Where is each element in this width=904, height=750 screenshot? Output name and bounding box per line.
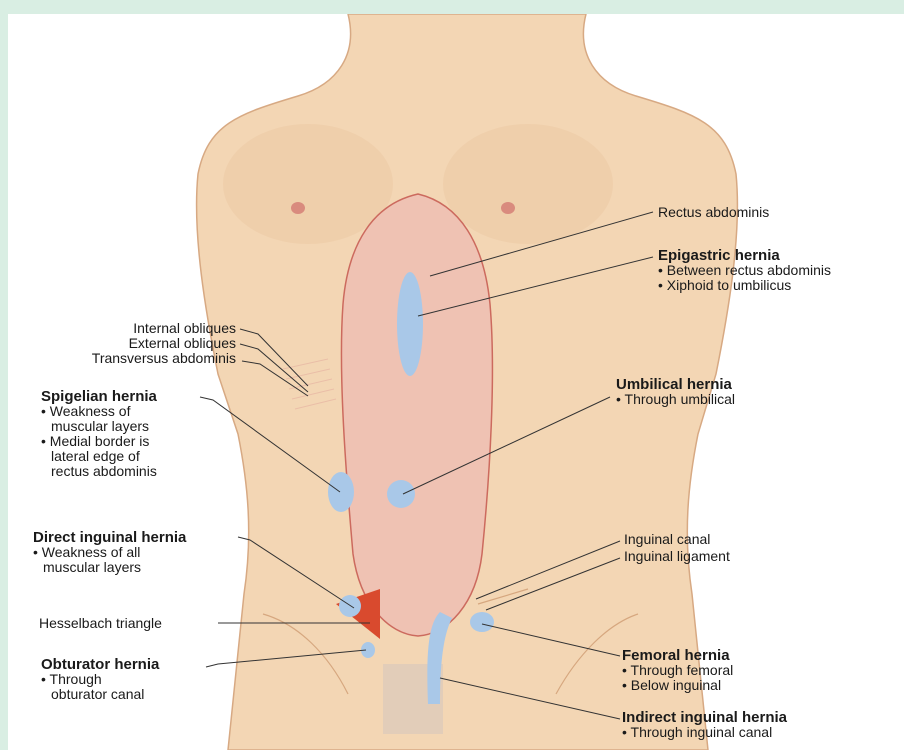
label-indirect-inguinal-hernia: Indirect inguinal hernia Through inguina… — [622, 710, 787, 740]
label-inguinal-canal: Inguinal canal — [624, 532, 710, 547]
umbilical-hernia-site — [387, 480, 415, 508]
direct-title: Direct inguinal hernia — [33, 530, 186, 545]
internal-obliques-text: Internal obliques — [92, 321, 236, 336]
label-spigelian-hernia: Spigelian hernia Weakness of muscular la… — [41, 389, 157, 479]
torso-illustration — [8, 14, 904, 750]
left-pectoral — [223, 124, 393, 244]
indirect-item: Through inguinal canal — [622, 725, 787, 740]
label-umbilical-hernia: Umbilical hernia Through umbilical — [616, 377, 735, 407]
label-femoral-hernia: Femoral hernia Through femoral Below ing… — [622, 648, 733, 693]
direct-item: Weakness of all — [33, 545, 186, 560]
spigelian-item: muscular layers — [41, 419, 157, 434]
rectus-abdominis-shape — [341, 194, 492, 636]
obturator-item: obturator canal — [41, 687, 159, 702]
label-rectus-abdominis: Rectus abdominis — [658, 205, 769, 220]
obturator-item: Through — [41, 672, 159, 687]
label-obturator-hernia: Obturator hernia Through obturator canal — [41, 657, 159, 702]
femoral-hernia-site — [470, 612, 494, 632]
epigastric-title: Epigastric hernia — [658, 248, 831, 263]
label-epigastric-hernia: Epigastric hernia Between rectus abdomin… — [658, 248, 831, 293]
transversus-abdominis-text: Transversus abdominis — [92, 351, 236, 366]
left-nipple — [291, 202, 305, 214]
spigelian-title: Spigelian hernia — [41, 389, 157, 404]
umbilical-title: Umbilical hernia — [616, 377, 735, 392]
label-direct-inguinal-hernia: Direct inguinal hernia Weakness of all m… — [33, 530, 186, 575]
label-hesselbach-triangle: Hesselbach triangle — [39, 616, 162, 631]
femoral-item: Through femoral — [622, 663, 733, 678]
epigastric-item: Between rectus abdominis — [658, 263, 831, 278]
direct-inguinal-hernia-site — [339, 595, 361, 617]
spigelian-hernia-site — [328, 472, 354, 512]
label-obliques: Internal obliques External obliques Tran… — [92, 321, 236, 366]
label-inguinal-ligament: Inguinal ligament — [624, 549, 730, 564]
spigelian-item: rectus abdominis — [41, 464, 157, 479]
obturator-title: Obturator hernia — [41, 657, 159, 672]
indirect-title: Indirect inguinal hernia — [622, 710, 787, 725]
femoral-title: Femoral hernia — [622, 648, 733, 663]
spigelian-item: Medial border is — [41, 434, 157, 449]
figure-panel: Rectus abdominis Epigastric hernia Betwe… — [8, 14, 904, 750]
spigelian-item: lateral edge of — [41, 449, 157, 464]
external-obliques-text: External obliques — [92, 336, 236, 351]
epigastric-item: Xiphoid to umbilicus — [658, 278, 831, 293]
direct-item: muscular layers — [33, 560, 186, 575]
epigastric-hernia-site — [397, 272, 423, 376]
right-nipple — [501, 202, 515, 214]
right-pectoral — [443, 124, 613, 244]
umbilical-item: Through umbilical — [616, 392, 735, 407]
femoral-item: Below inguinal — [622, 678, 733, 693]
spigelian-item: Weakness of — [41, 404, 157, 419]
